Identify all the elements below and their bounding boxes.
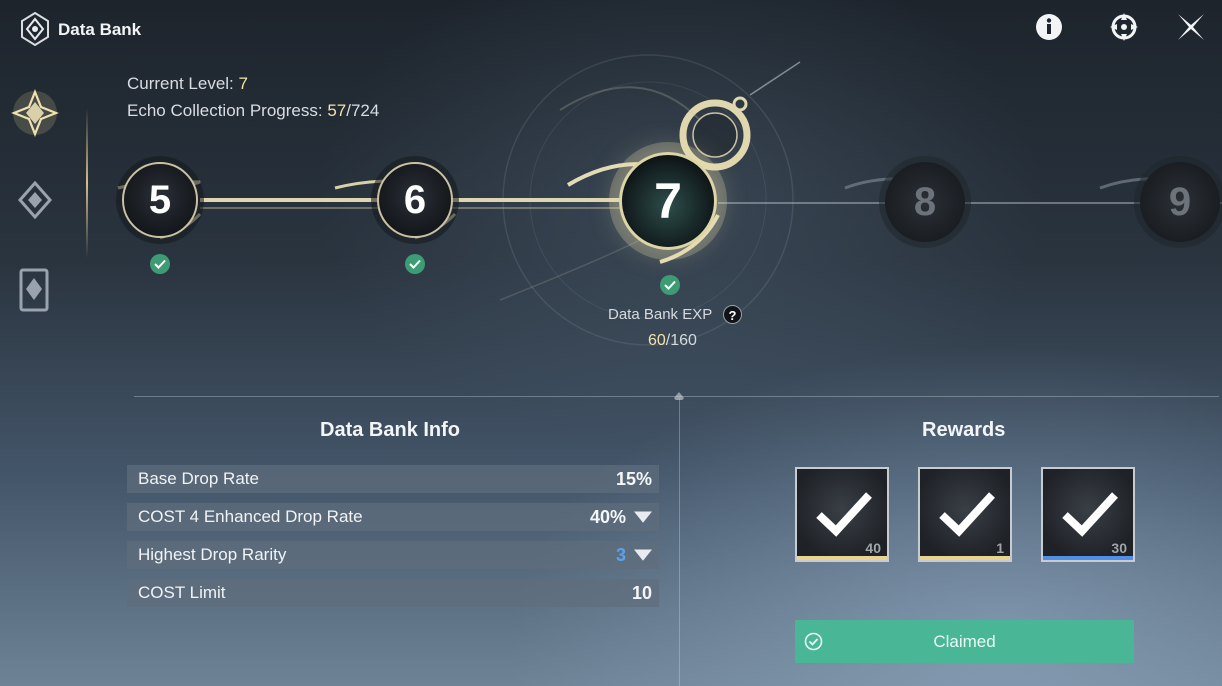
target-button[interactable] — [1109, 12, 1139, 42]
reward-qty: 1 — [996, 540, 1004, 556]
info-row-value-text: 40% — [589, 506, 626, 527]
reward-qty: 30 — [1111, 540, 1127, 556]
current-level-line: Current Level: 7 — [127, 70, 379, 97]
info-row-label: Highest Drop Rarity — [138, 545, 287, 564]
sidebar-item-cards[interactable] — [12, 267, 58, 313]
exp-label: Data Bank EXP — [608, 306, 713, 323]
sidebar-item-echo[interactable] — [12, 177, 58, 223]
info-row-highest-rarity: Highest Drop Rarity 3 — [127, 541, 659, 569]
app-title: Data Bank — [58, 20, 142, 39]
check-circle-icon — [804, 632, 823, 651]
panel-divider — [679, 398, 680, 686]
sidebar-divider — [86, 108, 88, 258]
level-node-number: 7 — [654, 173, 682, 229]
info-row-cost-limit: COST Limit 10 — [127, 579, 659, 607]
info-row-base-drop-rate: Base Drop Rate 15% — [127, 465, 659, 493]
check-icon — [150, 254, 170, 274]
help-button[interactable]: ? — [723, 305, 742, 324]
level-node-8[interactable]: 8 — [885, 162, 965, 242]
collection-progress-label: Echo Collection Progress: — [127, 101, 328, 120]
reward-qty: 40 — [865, 540, 881, 556]
level-node-number: 8 — [913, 179, 937, 224]
reward-item[interactable]: 40 — [795, 467, 889, 562]
rarity-bar — [797, 556, 887, 560]
exp-value: 60/160 — [648, 332, 697, 350]
info-row-cost4-drop-rate: COST 4 Enhanced Drop Rate 40% — [127, 503, 659, 531]
level-node-9[interactable]: 9 — [1140, 162, 1220, 242]
level-node-number: 5 — [148, 177, 172, 222]
claimed-label: Claimed — [933, 631, 996, 651]
level-node-7[interactable]: 7 — [619, 152, 717, 250]
info-row-value: 3 — [616, 545, 652, 566]
section-divider — [134, 396, 1219, 397]
close-button[interactable] — [1176, 12, 1206, 42]
databank-emblem-icon — [11, 89, 59, 137]
reward-item[interactable]: 1 — [918, 467, 1012, 562]
level-node-6[interactable]: 6 — [377, 162, 453, 238]
exp-total: /160 — [665, 332, 697, 349]
info-icon — [1036, 14, 1062, 40]
info-row-value: 40% — [590, 507, 652, 528]
check-icon — [816, 492, 872, 537]
level-timeline: 5 6 7 8 9 — [117, 61, 1222, 400]
target-icon — [1110, 13, 1138, 41]
data-bank-info-title: Data Bank Info — [320, 419, 461, 441]
rarity-bar — [1043, 556, 1133, 560]
expand-arrow-icon[interactable] — [634, 511, 652, 523]
exp-current: 60 — [648, 332, 666, 349]
current-level-value: 7 — [238, 74, 248, 93]
sidebar — [0, 60, 88, 686]
info-row-value-text: 15% — [615, 468, 652, 489]
echo-diamond-icon — [18, 181, 52, 219]
top-bar: Data Bank — [0, 0, 1222, 60]
check-icon — [1062, 492, 1118, 537]
level-node-number: 9 — [1168, 179, 1192, 224]
info-row-value: 10 — [632, 583, 652, 604]
databank-emblem-icon — [20, 11, 50, 47]
sidebar-item-databank[interactable] — [10, 88, 60, 138]
info-row-value: 15% — [616, 469, 652, 490]
reward-item[interactable]: 30 — [1041, 467, 1135, 562]
info-row-label: COST 4 Enhanced Drop Rate — [138, 507, 363, 526]
info-button[interactable] — [1034, 12, 1064, 42]
level-node-number: 6 — [403, 177, 427, 222]
level-node-5[interactable]: 5 — [122, 162, 198, 238]
check-icon — [405, 254, 425, 274]
collection-progress-line: Echo Collection Progress: 57/724 — [127, 97, 379, 124]
close-icon — [1178, 14, 1204, 40]
rarity-bar — [920, 556, 1010, 560]
info-row-label: COST Limit — [138, 583, 226, 602]
claimed-button[interactable]: Claimed — [795, 620, 1134, 663]
check-icon — [660, 275, 680, 295]
info-row-value-text: 10 — [631, 582, 652, 603]
level-info: Current Level: 7 Echo Collection Progres… — [127, 70, 379, 124]
collection-progress-current: 57 — [327, 101, 347, 120]
check-icon — [939, 492, 995, 537]
collection-progress-total: /724 — [346, 101, 380, 120]
expand-arrow-icon[interactable] — [634, 549, 652, 561]
info-row-label: Base Drop Rate — [138, 469, 259, 488]
rewards-title: Rewards — [922, 419, 1006, 441]
current-level-label: Current Level: — [127, 74, 239, 93]
info-row-value-text: 3 — [615, 544, 626, 565]
card-diamond-icon — [19, 268, 49, 312]
